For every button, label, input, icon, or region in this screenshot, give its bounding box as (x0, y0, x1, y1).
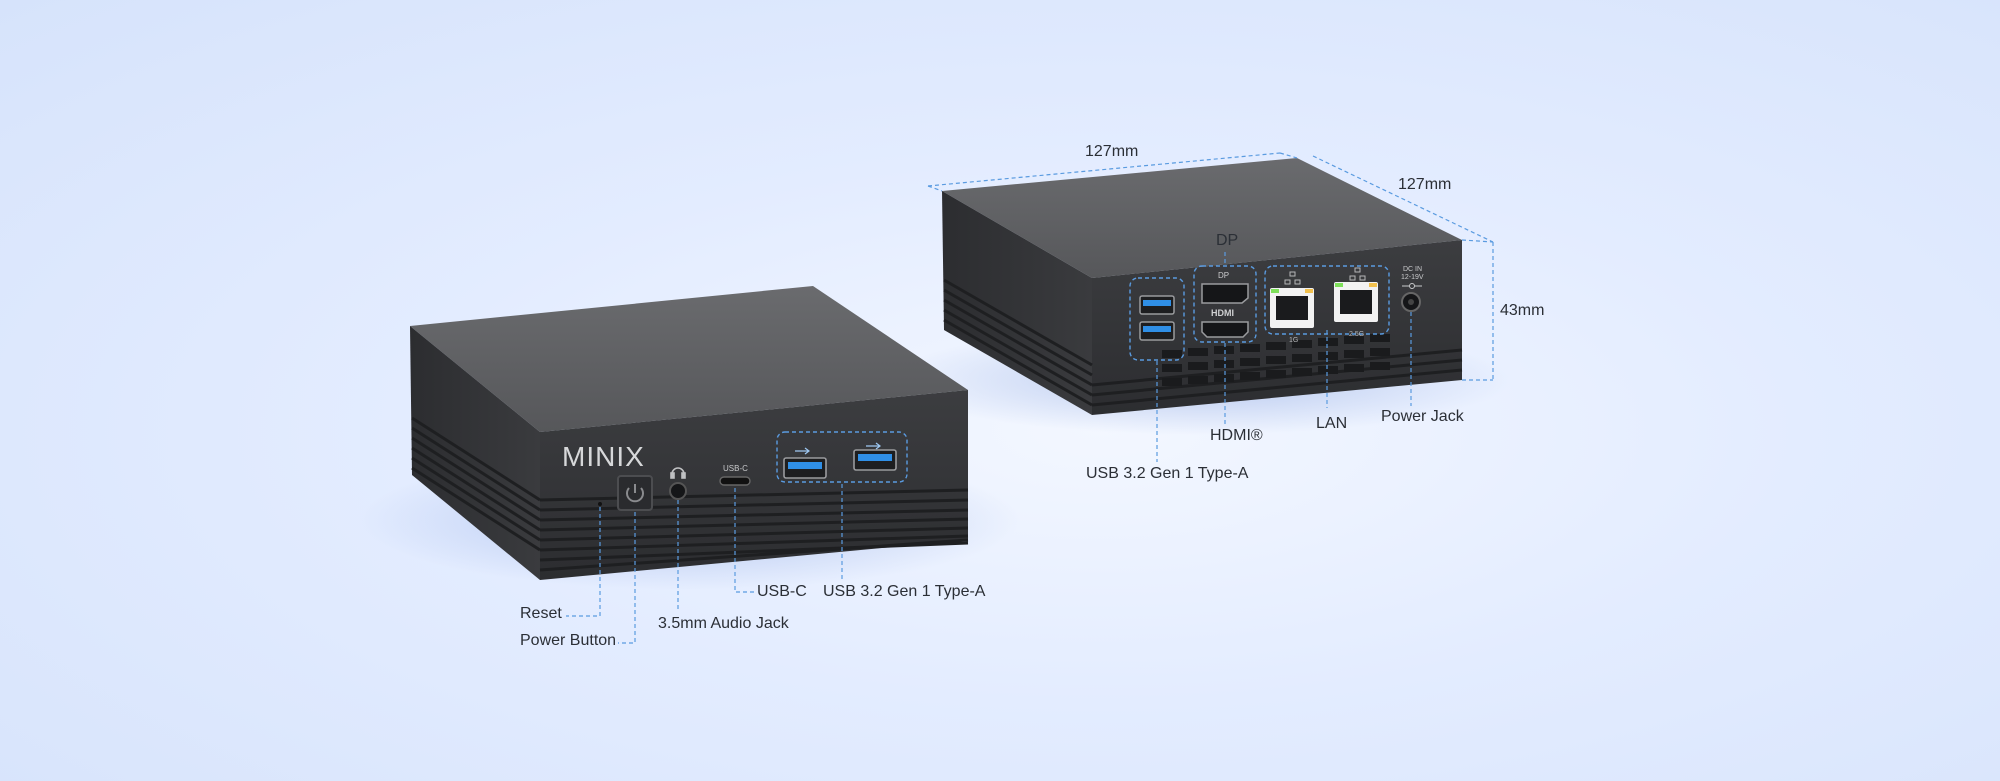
front-usb-a-label: USB 3.2 Gen 1 Type-A (823, 583, 986, 600)
dp-port[interactable] (1201, 283, 1249, 304)
power-icon (626, 484, 644, 503)
front-leader-lines (566, 484, 843, 644)
hdmi-label: HDMI® (1210, 427, 1263, 444)
front-device-side (410, 326, 540, 580)
back-usb-a-label: USB 3.2 Gen 1 Type-A (1086, 465, 1249, 482)
front-device-top (410, 286, 968, 432)
dc-voltage-label: 12-19V (1401, 274, 1424, 281)
audio-jack-label: 3.5mm Audio Jack (658, 615, 789, 632)
lan-label: LAN (1316, 415, 1348, 432)
front-usb-a-group-outline (776, 431, 908, 483)
usb-c-label: USB-C (757, 583, 807, 600)
dp-port-label: DP (1218, 271, 1229, 280)
lan-1g-speed-label: 1G (1289, 337, 1298, 344)
usb-c-port[interactable] (719, 476, 751, 486)
usb3-icon (795, 442, 881, 455)
front-device: MINIX USB-C (410, 286, 969, 644)
network-icon (1284, 267, 1366, 285)
back-device-top (942, 158, 1462, 278)
power-jack-label: Power Jack (1381, 408, 1464, 425)
back-device-side (942, 191, 1092, 415)
dimension-lines (927, 152, 1494, 381)
reset-pinhole[interactable] (598, 502, 602, 506)
dp-label: DP (1216, 232, 1239, 249)
usb-c-port-label: USB-C (723, 464, 748, 473)
dc-polarity-icon (1402, 283, 1422, 289)
back-device-fins (943, 278, 1463, 407)
back-leader-lines (1156, 252, 1412, 462)
hdmi-port-label: HDMI (1211, 308, 1234, 318)
back-device: DP HDMI 1G 2.5G DC IN 12-19V (927, 152, 1494, 462)
width-dimension-label: 127mm (1085, 143, 1139, 160)
vent-grid (1162, 334, 1390, 386)
dc-in-label: DC IN (1403, 266, 1422, 273)
headphone-icon (670, 467, 686, 479)
front-device-fins (411, 416, 969, 572)
audio-jack-port[interactable] (669, 482, 687, 500)
brand-logo: MINIX (562, 441, 645, 472)
display-ports-group-outline (1193, 265, 1257, 343)
power-button-label: Power Button (520, 632, 617, 649)
back-usb-a-group-outline (1129, 277, 1185, 361)
hdmi-port[interactable] (1201, 321, 1249, 338)
lan-2-5g-speed-label: 2.5G (1349, 331, 1364, 338)
height-dimension-label: 43mm (1500, 302, 1545, 319)
reset-label: Reset (520, 605, 562, 622)
depth-dimension-label: 127mm (1398, 176, 1452, 193)
